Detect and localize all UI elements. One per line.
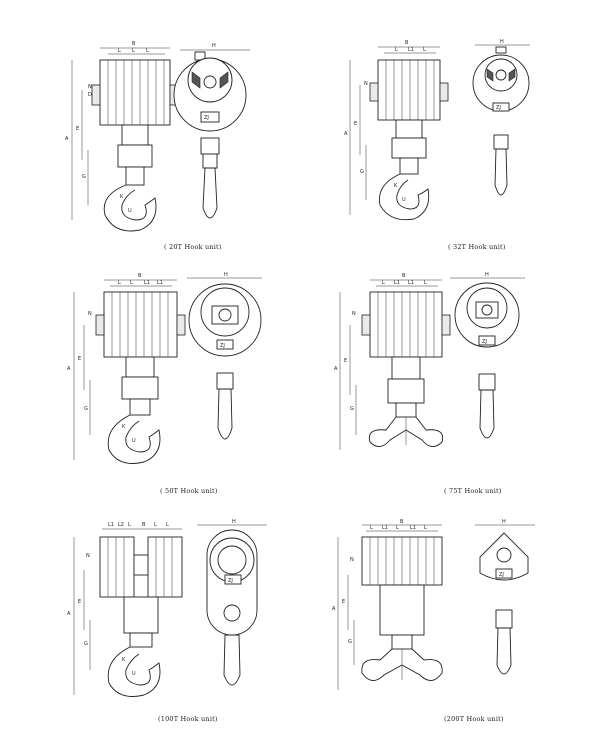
plate-label: ZJ: [499, 572, 504, 578]
svg-text:U: U: [402, 197, 406, 203]
svg-text:E: E: [78, 356, 81, 362]
svg-text:L1: L1: [108, 522, 114, 528]
svg-text:L: L: [130, 280, 133, 286]
plate-label: ZJ: [496, 105, 501, 111]
svg-text:G: G: [350, 406, 354, 412]
svg-text:L: L: [128, 522, 131, 528]
svg-text:B: B: [142, 522, 146, 528]
plate-label: ZJ: [228, 578, 233, 584]
svg-text:H: H: [232, 519, 236, 525]
svg-text:L: L: [424, 525, 427, 531]
svg-text:H: H: [212, 43, 216, 49]
svg-text:A: A: [334, 366, 338, 372]
svg-text:K: K: [122, 424, 126, 430]
svg-text:L2: L2: [118, 522, 124, 528]
svg-text:N: N: [86, 553, 90, 559]
svg-text:K: K: [394, 183, 398, 189]
svg-text:A: A: [65, 136, 69, 142]
svg-text:H: H: [485, 272, 489, 278]
caption-200t: (200T Hook unit): [444, 715, 504, 723]
svg-text:U: U: [132, 671, 136, 677]
svg-text:N: N: [352, 311, 356, 317]
svg-text:K: K: [122, 657, 126, 663]
svg-text:B: B: [132, 41, 136, 47]
plate-label: ZJ: [204, 115, 209, 121]
svg-text:B: B: [405, 40, 409, 46]
svg-text:D: D: [88, 92, 92, 98]
svg-text:L: L: [132, 48, 135, 54]
svg-text:L: L: [118, 48, 121, 54]
svg-text:N: N: [88, 311, 92, 317]
svg-text:L: L: [166, 522, 169, 528]
svg-text:H: H: [502, 519, 506, 525]
hook-unit-75t: B L L1 L1 L A E G N H: [330, 270, 560, 480]
svg-text:A: A: [67, 611, 71, 617]
svg-text:G: G: [84, 641, 88, 647]
caption-20t: ( 20T Hook unit): [164, 243, 222, 251]
svg-text:B: B: [402, 273, 406, 279]
caption-100t: (100T Hook unit): [158, 715, 218, 723]
svg-text:U: U: [132, 438, 136, 444]
svg-text:E: E: [78, 599, 81, 605]
caption-50t: ( 50T Hook unit): [160, 487, 218, 495]
svg-text:L: L: [118, 280, 121, 286]
caption-32t: ( 32T Hook unit): [448, 243, 506, 251]
svg-text:A: A: [332, 606, 336, 612]
svg-text:H: H: [224, 272, 228, 278]
svg-text:G: G: [348, 639, 352, 645]
svg-text:K: K: [120, 194, 124, 200]
svg-text:N: N: [350, 557, 354, 563]
svg-text:G: G: [82, 174, 86, 180]
svg-text:L: L: [146, 48, 149, 54]
hook-unit-200t: B L L1 L L1 L A E G N H ZJ: [330, 515, 560, 715]
svg-text:L: L: [396, 525, 399, 531]
svg-text:N: N: [88, 84, 92, 90]
svg-text:G: G: [84, 406, 88, 412]
svg-text:L1: L1: [410, 525, 416, 531]
svg-text:B: B: [138, 273, 142, 279]
svg-text:E: E: [76, 126, 79, 132]
svg-text:A: A: [344, 131, 348, 137]
svg-text:L: L: [395, 47, 398, 53]
svg-text:L: L: [424, 280, 427, 286]
svg-text:G: G: [360, 169, 364, 175]
hook-unit-100t: L1 L2 L B L L A E G N U K H ZJ: [62, 515, 277, 715]
svg-text:L: L: [154, 522, 157, 528]
svg-text:L: L: [423, 47, 426, 53]
svg-text:L1: L1: [144, 280, 150, 286]
svg-text:L1: L1: [382, 525, 388, 531]
svg-text:L1: L1: [157, 280, 163, 286]
svg-text:U: U: [128, 208, 132, 214]
svg-text:L1: L1: [394, 280, 400, 286]
svg-text:A: A: [67, 366, 71, 372]
caption-75t: ( 75T Hook unit): [444, 487, 502, 495]
svg-text:N: N: [364, 81, 368, 87]
svg-text:H: H: [500, 39, 504, 45]
svg-text:L: L: [382, 280, 385, 286]
hook-unit-50t: B L L L1 L1 A E G N U K H: [62, 270, 277, 480]
hook-unit-32t: B L L1 L A E G N U K H: [340, 35, 550, 245]
plate-label: ZJ: [482, 339, 487, 345]
svg-text:L1: L1: [408, 280, 414, 286]
svg-text:B: B: [400, 519, 404, 525]
plate-label: ZJ: [220, 343, 225, 349]
svg-text:L1: L1: [408, 47, 414, 53]
svg-text:E: E: [344, 358, 347, 364]
svg-text:L: L: [370, 525, 373, 531]
svg-text:E: E: [342, 599, 345, 605]
svg-text:E: E: [354, 121, 357, 127]
